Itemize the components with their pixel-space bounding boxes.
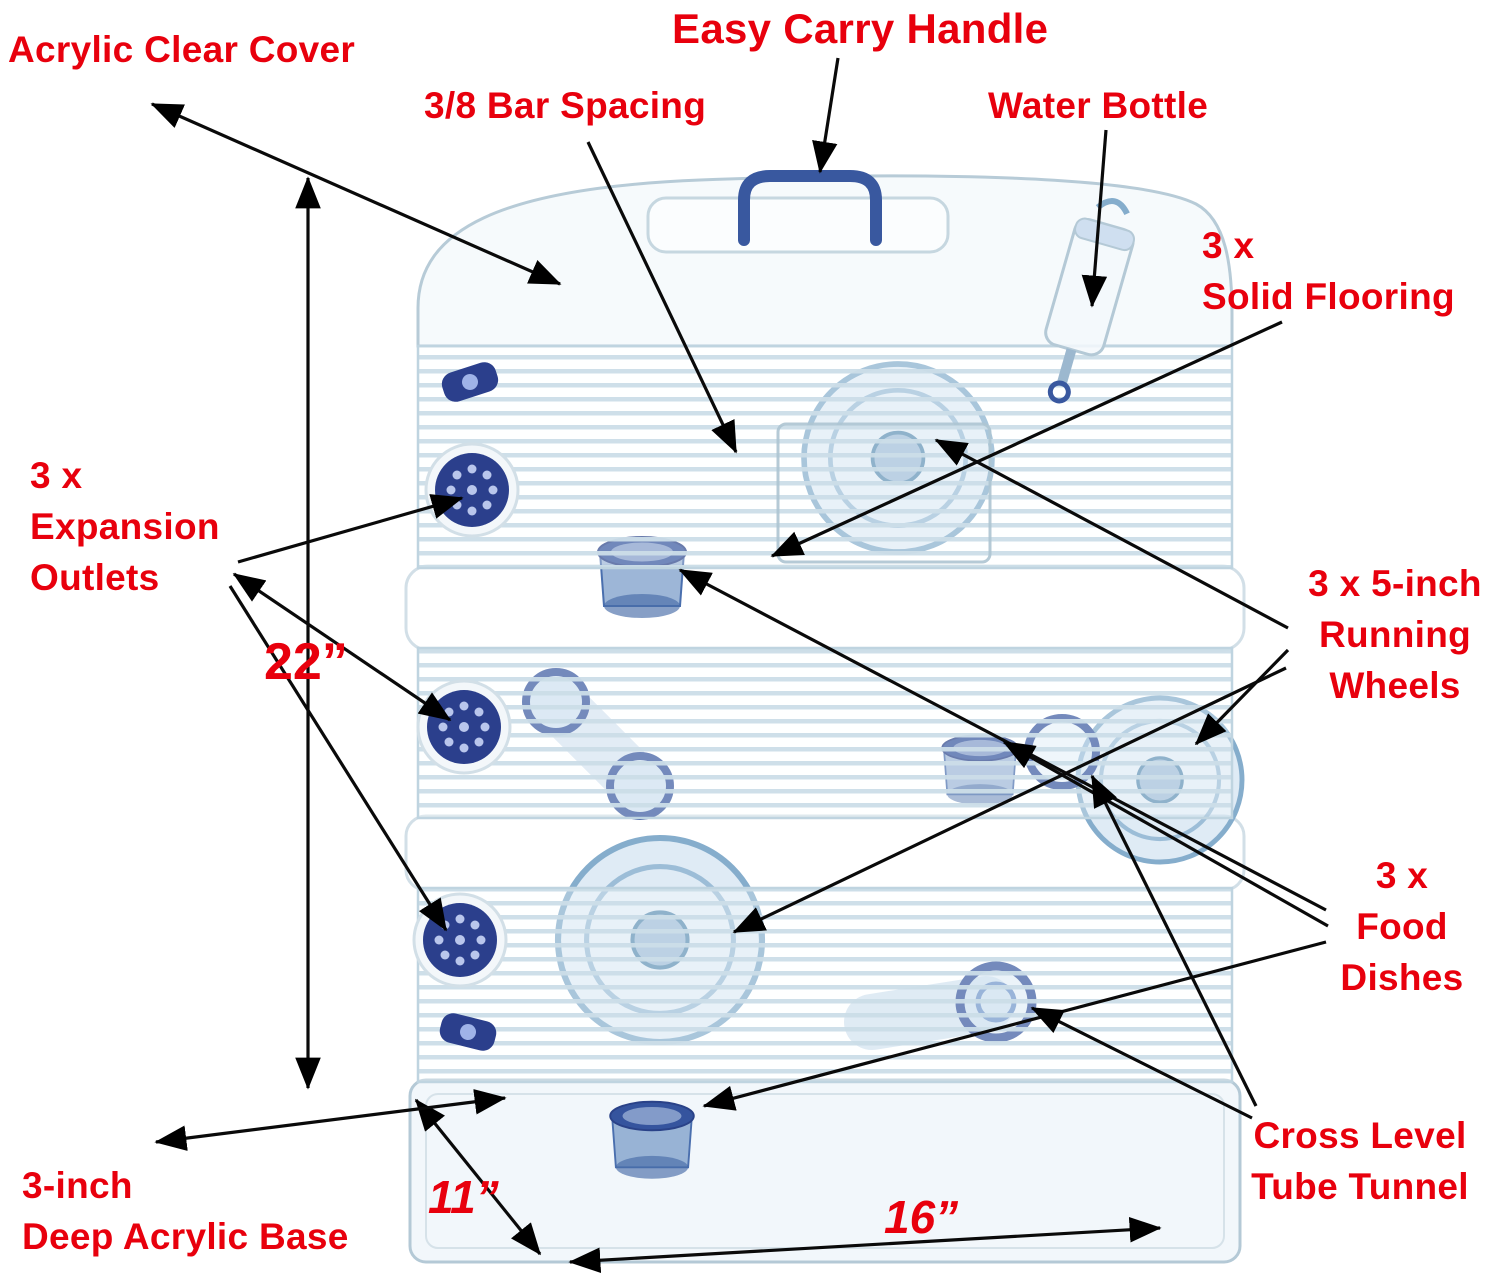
dim-height-22: 22” <box>264 633 348 691</box>
arrow-food-dish-1 <box>678 568 1327 912</box>
acrylic-base-shape <box>408 1078 1242 1264</box>
arrow-food-dish-2 <box>1002 740 1329 928</box>
arrow-tube-tunnel-2 <box>1090 774 1258 1107</box>
arrow-food-dish-3 <box>702 940 1327 1111</box>
wire-tier-3 <box>416 886 1234 1084</box>
dim-width-16: 16” <box>884 1191 959 1243</box>
expansion-outlet-bottom <box>412 892 508 988</box>
arrow-tube-tunnel-1 <box>1030 1006 1253 1120</box>
label-bar-spacing: 3/8 Bar Spacing <box>424 85 707 126</box>
wire-tier-1 <box>416 344 1234 570</box>
cage-body <box>404 170 1246 1264</box>
arrow-solid-flooring <box>770 320 1283 558</box>
tray-level-1 <box>404 564 1246 652</box>
label-water-bottle: Water Bottle <box>988 85 1209 126</box>
arrow-carry-handle <box>812 57 840 174</box>
label-acrylic-base: 3-inch Deep Acrylic Base <box>22 1165 349 1258</box>
carry-handle-shape <box>646 170 950 254</box>
label-tube-tunnel: Cross Level Tube Tunnel <box>1251 1115 1469 1208</box>
arrow-bar-spacing <box>586 141 738 454</box>
arrow-acrylic-cover <box>150 102 562 286</box>
expansion-outlet-top <box>424 442 520 538</box>
arrow-running-wheel-1 <box>934 438 1289 630</box>
arrow-running-wheel-2 <box>1194 648 1290 746</box>
dim-width-line <box>568 1216 1162 1274</box>
arrow-expansion-outlet-3 <box>228 585 448 932</box>
label-food-dishes: 3 x Food Dishes <box>1340 855 1464 999</box>
arrow-acrylic-base <box>154 1089 507 1151</box>
expansion-outlet-middle <box>416 679 512 775</box>
food-dish-bottom <box>609 1100 695 1180</box>
label-solid-flooring: 3 x Solid Flooring <box>1202 225 1455 318</box>
label-acrylic-cover: Acrylic Clear Cover <box>8 29 356 70</box>
dim-depth-11: 11” <box>428 1171 499 1223</box>
label-expansion-outlets: 3 x Expansion Outlets <box>30 455 220 599</box>
arrow-expansion-outlet-2 <box>232 572 452 722</box>
arrow-expansion-outlet-1 <box>237 494 464 564</box>
arrow-running-wheel-3 <box>732 666 1287 934</box>
label-carry-handle: Easy Carry Handle <box>672 5 1049 52</box>
arrow-water-bottle <box>1081 129 1108 308</box>
annotation-arrows <box>150 57 1329 1274</box>
wire-tier-2 <box>416 646 1234 820</box>
door-frame <box>776 422 992 564</box>
label-running-wheels: 3 x 5-inch Running Wheels <box>1308 563 1482 707</box>
